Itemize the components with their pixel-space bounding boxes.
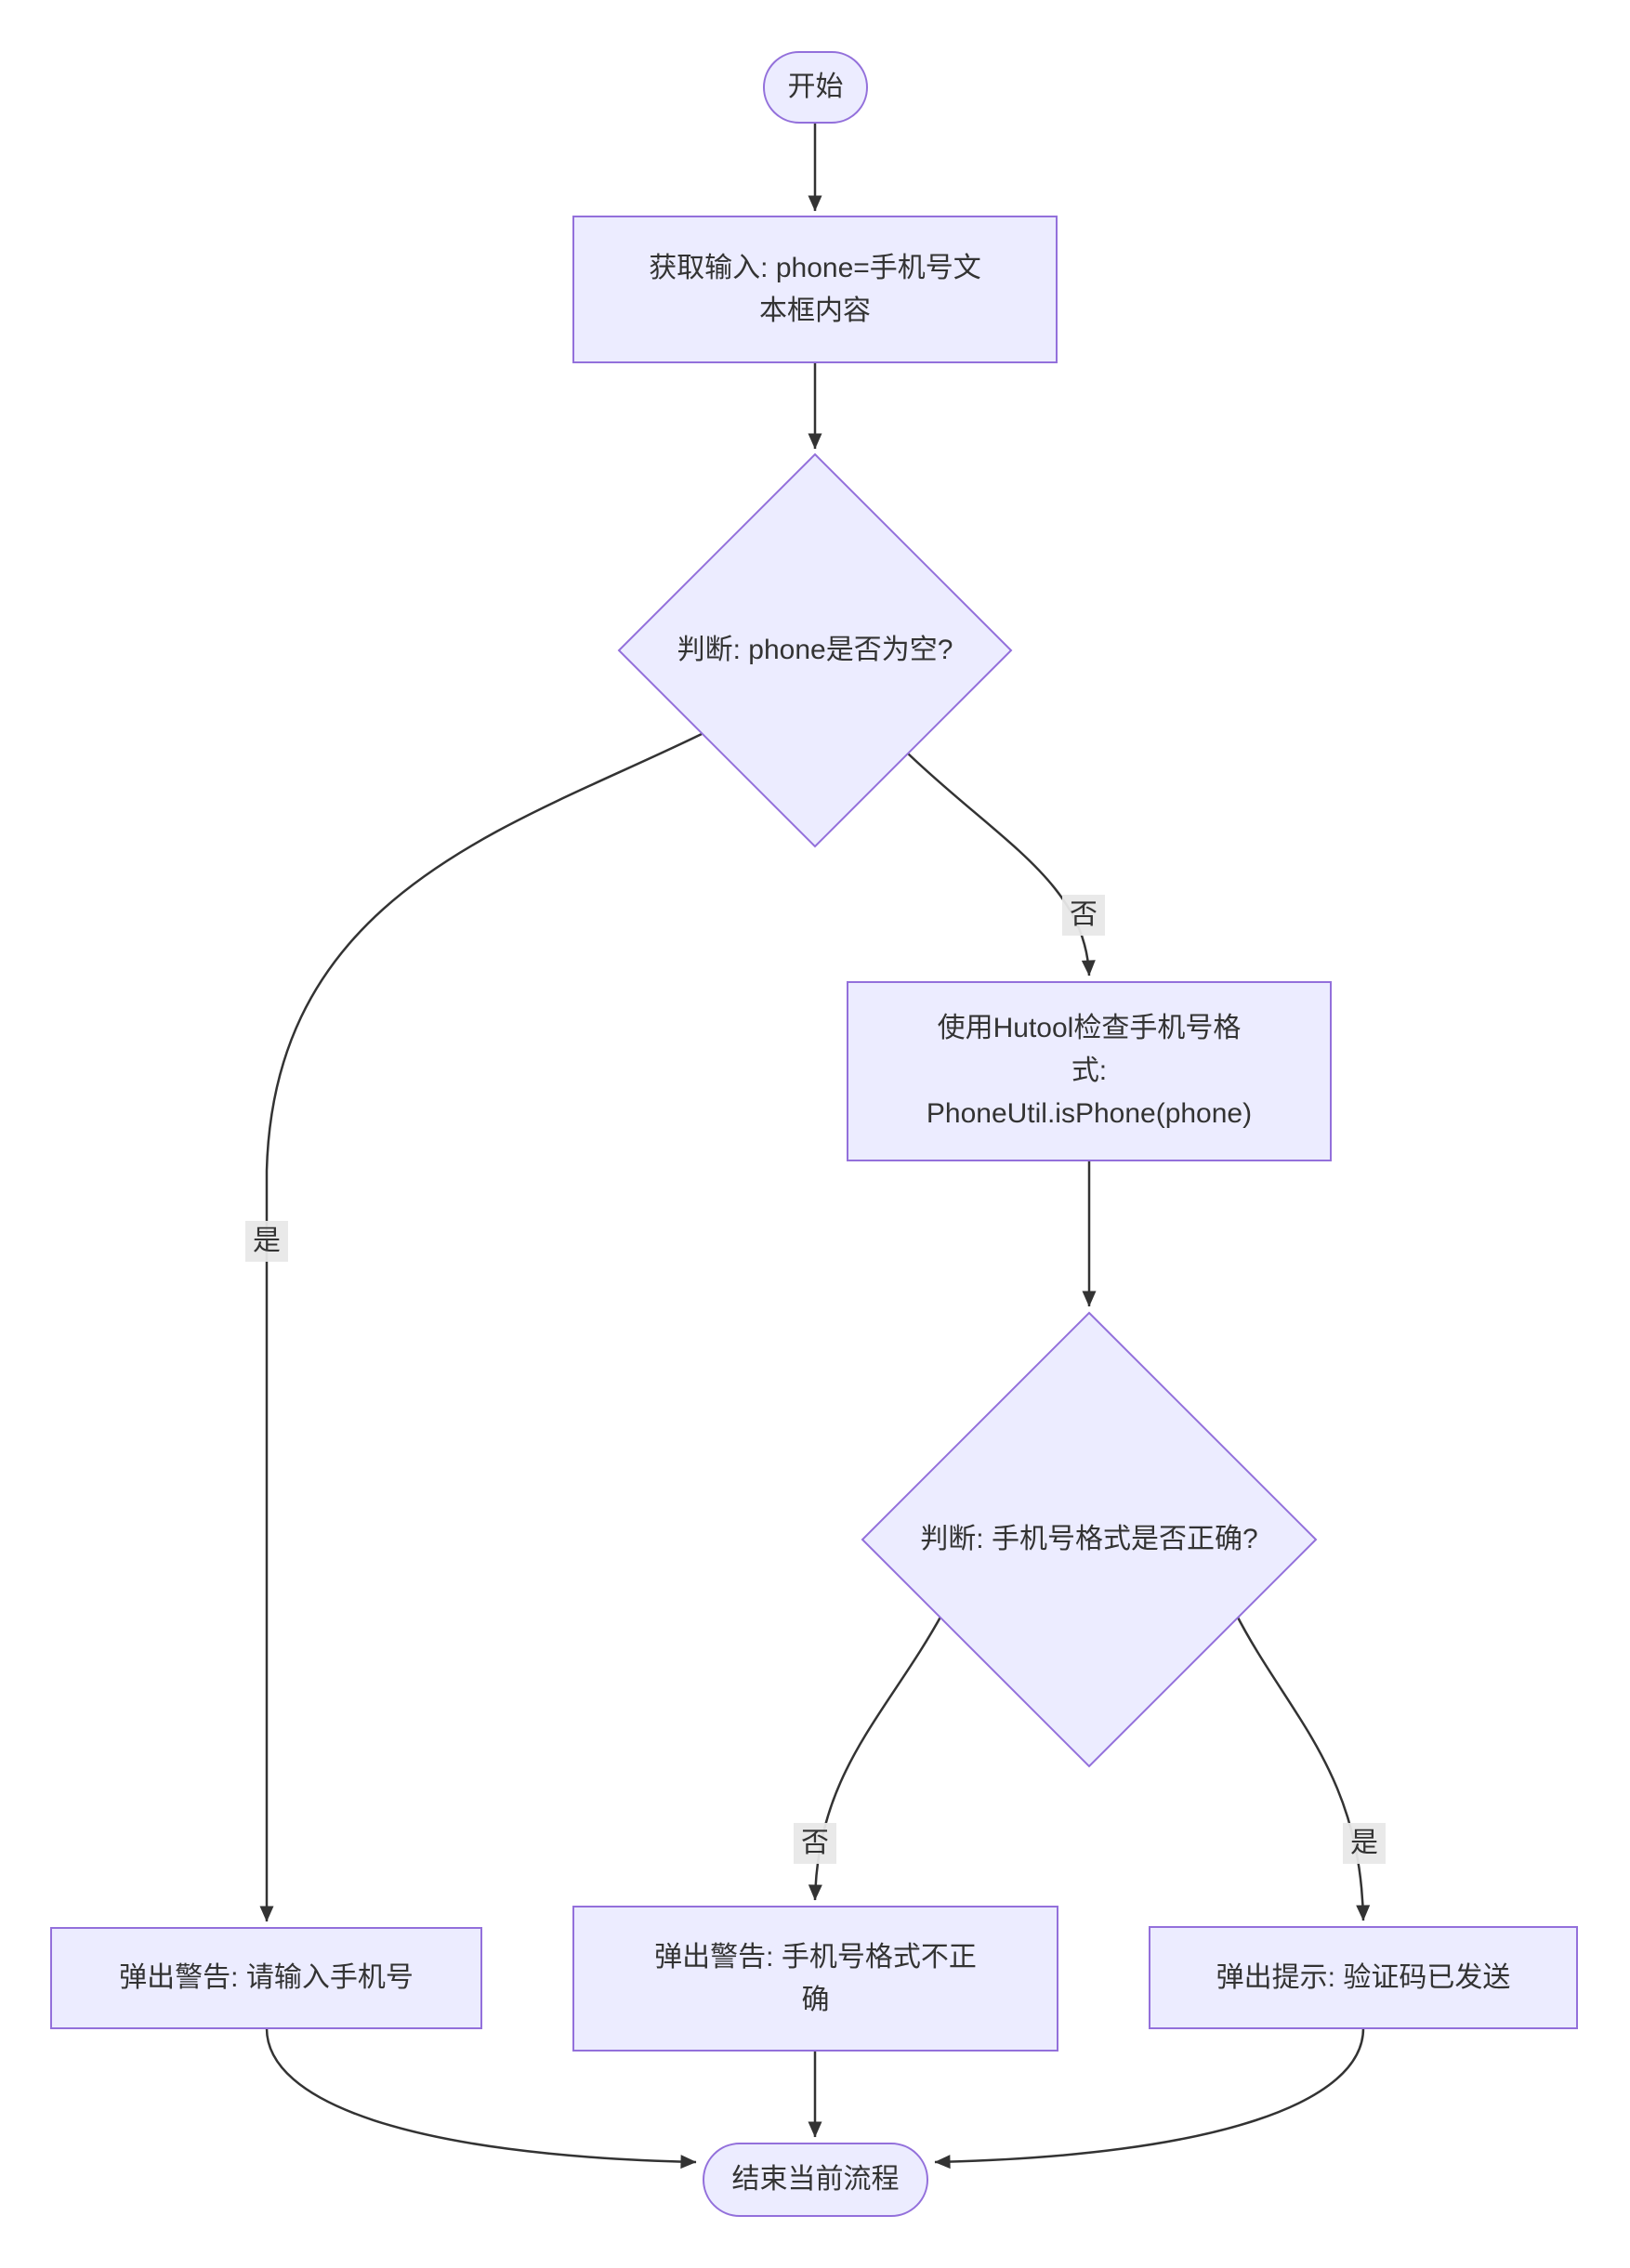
- edge-check-empty-no-to-hutool: [906, 752, 1096, 977]
- edge-toast-to-end: [934, 2027, 1365, 2170]
- edge-label-format-yes: 是: [1343, 1823, 1386, 1864]
- edge-alert-empty-to-end: [265, 2027, 697, 2170]
- edge-label-empty-yes: 是: [245, 1221, 288, 1262]
- toast-sent-node-shape: [1149, 1926, 1578, 2029]
- get-input-node-shape: [572, 216, 1058, 363]
- edge-label-format-no: 否: [794, 1823, 836, 1864]
- hutool-check-node-shape: [847, 981, 1332, 1161]
- alert-empty-node-shape: [50, 1927, 482, 2029]
- edge-check-empty-yes-to-alert-empty: [259, 732, 703, 1922]
- end-node-shape: [703, 2143, 928, 2217]
- edge-check-format-yes-to-toast: [1233, 1611, 1371, 1921]
- start-node-shape: [763, 51, 868, 124]
- edge-label-empty-no: 否: [1062, 895, 1105, 936]
- check-format-diamond-shape: [861, 1311, 1318, 1768]
- check-empty-diamond-shape: [617, 452, 1013, 848]
- alert-format-node-shape: [572, 1906, 1058, 2052]
